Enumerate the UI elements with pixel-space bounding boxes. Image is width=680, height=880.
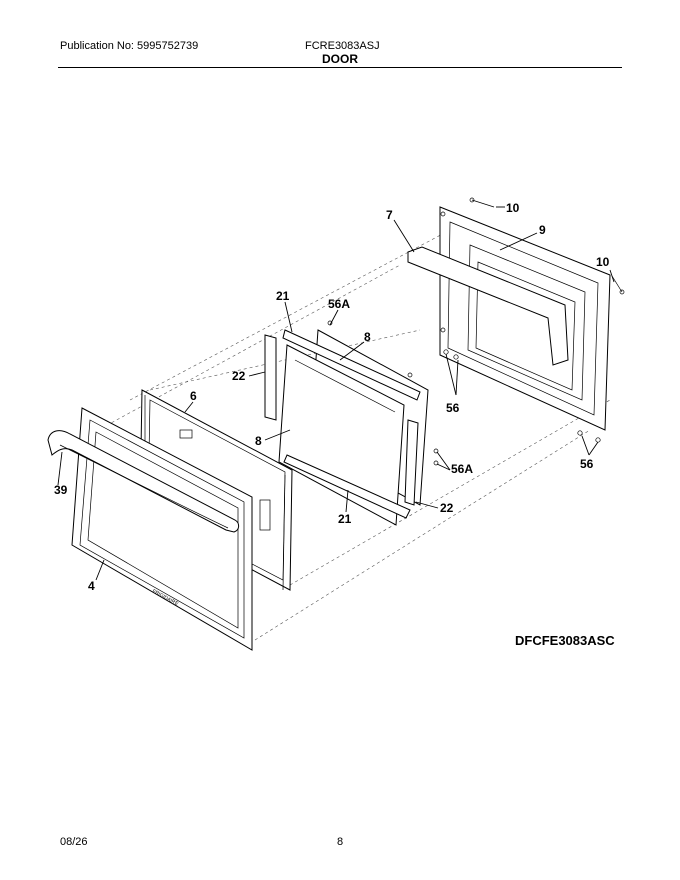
footer-date: 08/26 bbox=[60, 836, 88, 848]
callout-56A-top: 56A bbox=[328, 297, 350, 311]
model-number: FCRE3083ASJ bbox=[305, 40, 380, 52]
callout-22-right: 22 bbox=[440, 501, 454, 515]
callout-39: 39 bbox=[54, 483, 68, 497]
callout-4: 4 bbox=[88, 579, 95, 593]
callout-8-top: 8 bbox=[364, 330, 371, 344]
publication-number: Publication No: 5995752739 bbox=[60, 40, 199, 52]
page-number: 8 bbox=[337, 836, 344, 848]
callout-56-right: 56 bbox=[580, 457, 594, 471]
callout-56-middle: 56 bbox=[446, 401, 460, 415]
vent-trim bbox=[407, 246, 569, 366]
leader-lines bbox=[57, 206, 615, 581]
door-handle bbox=[47, 430, 240, 533]
header-rule bbox=[58, 67, 622, 68]
callout-7: 7 bbox=[386, 208, 393, 222]
callout-labels: 10 9 7 10 21 56A 8 22 6 56 8 56A 39 22 2… bbox=[54, 201, 610, 593]
callout-21-top: 21 bbox=[276, 289, 290, 303]
callout-9: 9 bbox=[539, 223, 546, 237]
glass-channels bbox=[264, 329, 421, 519]
callout-10-right: 10 bbox=[596, 255, 610, 269]
diagram-code: DFCFE3083ASC bbox=[515, 633, 615, 648]
screw-parts bbox=[469, 197, 625, 295]
glass-panels bbox=[278, 329, 429, 526]
section-title: DOOR bbox=[322, 52, 358, 66]
callout-10-top: 10 bbox=[506, 201, 520, 215]
callout-56A-bottom: 56A bbox=[451, 462, 473, 476]
alignment-lines bbox=[79, 229, 611, 641]
callout-8-bottom: 8 bbox=[255, 434, 262, 448]
callout-22-left: 22 bbox=[232, 369, 246, 383]
inner-door-liner bbox=[439, 206, 611, 431]
callout-6: 6 bbox=[190, 389, 197, 403]
callout-21-bottom: 21 bbox=[338, 512, 352, 526]
